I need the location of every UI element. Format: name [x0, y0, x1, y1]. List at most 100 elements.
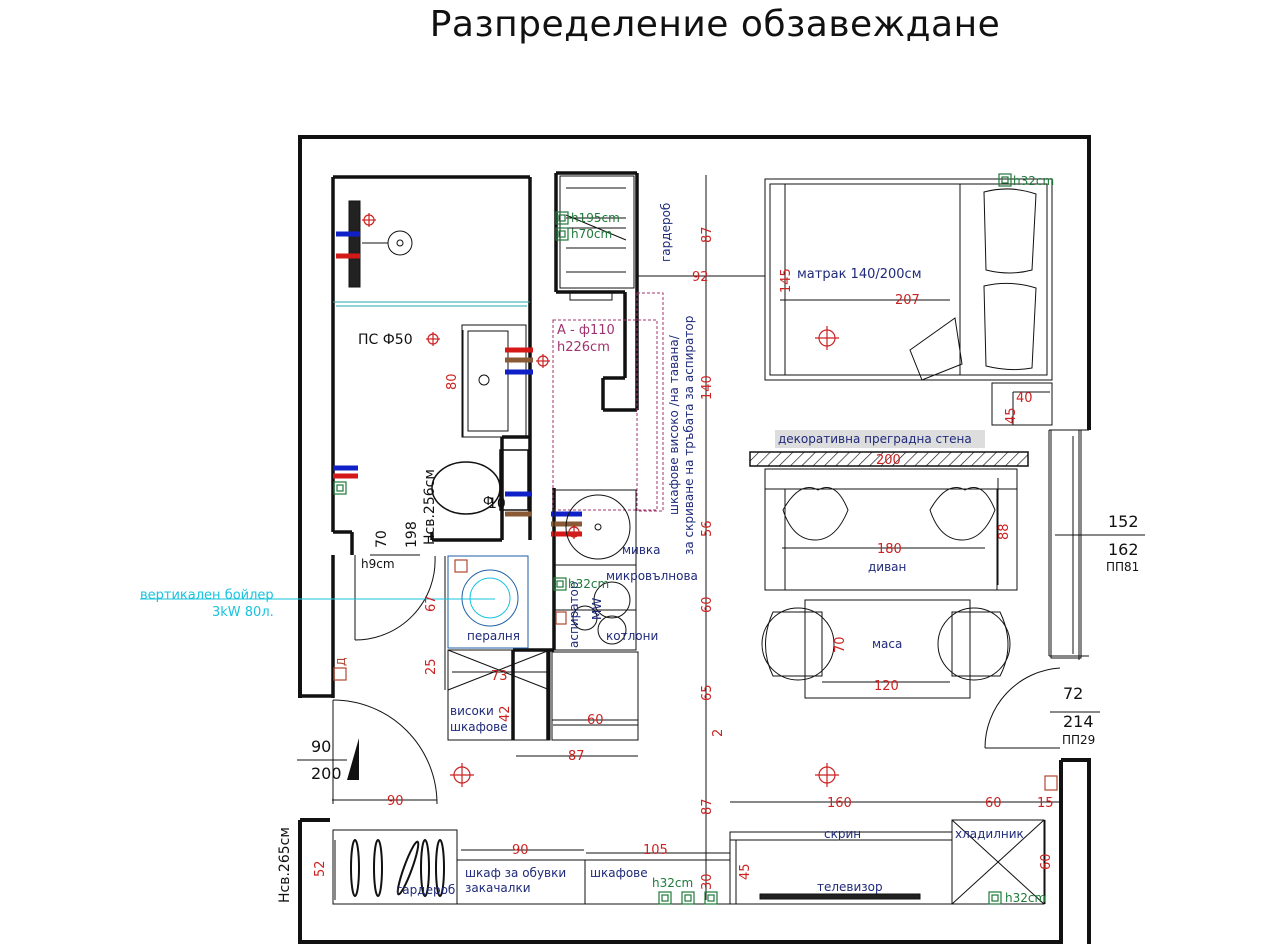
d-symbol: Д	[335, 657, 348, 666]
ventilation-label: А - ф110	[557, 323, 615, 338]
bath-sink	[461, 324, 527, 438]
bathroom-walls	[298, 175, 532, 698]
dining-table	[761, 599, 1011, 699]
cabinets-label: шкафове	[590, 866, 648, 880]
sofa	[764, 468, 1018, 591]
tall-cabinets-label-1: високи	[450, 704, 494, 718]
dim-2: 2	[711, 729, 726, 737]
dim-88: 88	[997, 523, 1012, 540]
balcony-code: ПП29	[1062, 733, 1095, 747]
page-title: Разпределение обзавеждане	[429, 4, 1001, 45]
microwave-label: микровълнова	[606, 569, 698, 583]
bottom-furniture	[332, 819, 1045, 905]
dim-160: 160	[827, 796, 852, 811]
door-width: 90	[311, 737, 331, 756]
dim-60-fridge: 60	[1039, 853, 1054, 870]
dim-90-door: 90	[387, 794, 404, 809]
dim-60-right: 60	[985, 796, 1002, 811]
dim-198: 198	[404, 521, 420, 548]
door-height: 200	[311, 764, 342, 783]
shoe-cabinet-label: шкаф за обувки	[465, 866, 566, 880]
partition-wall	[749, 451, 1029, 467]
h32-kitchen-label: h32cm	[568, 577, 609, 591]
dim-10: 10	[488, 496, 506, 512]
dim-70-bath: 70	[374, 530, 390, 548]
boiler-label-1: вертикален бойлер	[140, 588, 274, 603]
dim-87-kitchen: 87	[568, 749, 585, 764]
tall-cabinets-label-2: шкафове	[450, 720, 508, 734]
balcony-height: 214	[1063, 712, 1094, 731]
dim-25: 25	[424, 658, 439, 675]
wardrobe-top	[559, 175, 635, 301]
dim-30: 30	[700, 873, 715, 890]
ps-label: ПС Ф50	[358, 332, 413, 348]
dim-105: 105	[643, 843, 668, 858]
wardrobe-bottom-label: гардероб	[396, 883, 455, 897]
dim-70-table: 70	[833, 636, 848, 653]
dim-67: 67	[424, 595, 439, 612]
window-width: 152	[1108, 512, 1139, 531]
dimension-lines	[332, 175, 1145, 904]
dim-92: 92	[692, 270, 709, 285]
dim-40: 40	[1016, 391, 1033, 406]
dim-200: 200	[876, 453, 901, 468]
dim-90-shoe: 90	[512, 843, 529, 858]
partition-label: декоративна преградна стена	[778, 432, 972, 446]
h32-bottom-right-label: h32cm	[1005, 891, 1046, 905]
cabinets-high-label-2: за скриване на тръбата за аспиратор	[682, 316, 696, 555]
dim-52: 52	[313, 860, 328, 877]
hobs-label: котлони	[606, 629, 658, 643]
h9-label: h9cm	[361, 557, 395, 571]
dim-87-bottom: 87	[700, 798, 715, 815]
dim-65: 65	[700, 684, 715, 701]
bed	[764, 178, 1053, 381]
washer-label: пералня	[467, 629, 520, 643]
dim-120: 120	[874, 679, 899, 694]
dim-42: 42	[498, 705, 513, 722]
skrin-label: скрин	[824, 827, 861, 841]
mw-label: MW	[590, 598, 604, 620]
sofa-label: диван	[868, 560, 906, 574]
dim-87-top: 87	[700, 226, 715, 243]
h32-top-label: h32cm	[1013, 174, 1054, 188]
dim-180: 180	[877, 542, 902, 557]
ventilation-height: h226cm	[557, 340, 610, 355]
hood-label: аспиратор	[567, 581, 581, 648]
dim-60-mid: 60	[700, 596, 715, 613]
table-label: маса	[872, 637, 902, 651]
wardrobe-top-label: гардероб	[659, 203, 673, 262]
dim-73: 73	[491, 669, 508, 684]
washer	[447, 555, 529, 649]
walls	[298, 135, 1091, 944]
balcony-width: 72	[1063, 684, 1083, 703]
h195-label: h195cm	[571, 211, 620, 225]
window-code: ПП81	[1106, 560, 1139, 574]
h70-label: h70cm	[571, 227, 612, 241]
cabinets-high-label-1: шкафове високо /на тавана/	[667, 334, 681, 515]
sink-label: мивка	[622, 543, 661, 557]
dim-45-skrin: 45	[738, 863, 753, 880]
dim-15: 15	[1037, 796, 1054, 811]
dim-145: 145	[779, 268, 794, 293]
dim-56: 56	[700, 520, 715, 537]
mattress-label: матрак 140/200см	[797, 267, 922, 282]
f-symbol: Ф	[483, 494, 493, 508]
boiler-label-2: 3kW 80л.	[212, 605, 274, 620]
tv-label: телевизор	[817, 880, 883, 894]
dim-207: 207	[895, 293, 920, 308]
h32-bottom-left-label: h32cm	[652, 876, 693, 890]
dim-140: 140	[700, 375, 715, 400]
hangers-label: закачалки	[465, 881, 531, 895]
dim-80: 80	[445, 373, 460, 390]
entry-height-label: Нсв.265см	[277, 827, 293, 903]
tall-cabinets	[447, 649, 551, 741]
dim-60-kitchen: 60	[587, 713, 604, 728]
bath-height-label: Нсв.256см	[422, 469, 438, 545]
shower	[348, 200, 413, 288]
kitchen-unit	[551, 489, 639, 741]
toilet	[431, 449, 529, 515]
dim-45-bedside: 45	[1004, 407, 1019, 424]
fridge-label: хладилник	[955, 827, 1024, 841]
window-height: 162	[1108, 540, 1139, 559]
